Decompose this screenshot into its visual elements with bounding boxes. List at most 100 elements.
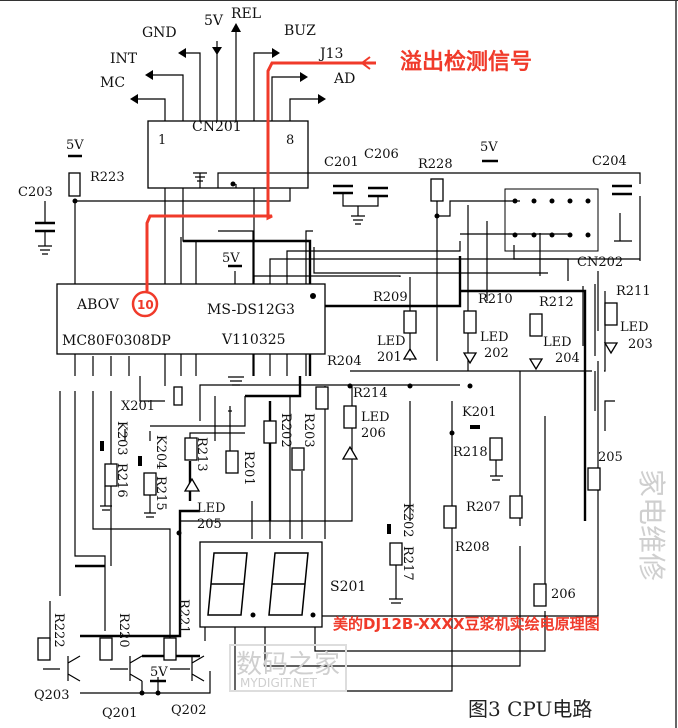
label-led202: 202 [484,346,509,361]
label-q203: Q203 [34,688,69,703]
resistor-r216 [104,463,118,487]
resistor-r214 [343,405,357,429]
signal-ad: AD [333,71,355,87]
label-r220: R220 [116,613,131,648]
signal-arrows [130,23,326,104]
overflow-signal-trace [145,61,376,291]
label-r216: R216 [114,463,129,498]
resistor-205 [587,467,601,491]
watermark-text: 数码之家 [236,650,340,680]
label-r204: R204 [327,354,362,369]
resistor-r201 [225,450,239,474]
cn201-connector [147,120,309,189]
led-206-icon [341,445,359,460]
resistor-r222 [37,637,51,661]
decimal-point [250,612,256,618]
label-r201: R201 [241,451,256,486]
rel-arrow-icon [231,23,241,32]
label-206: 206 [551,587,576,602]
diagram-title-red: 美的DJ12B-XXXX豆浆机实绘电原理图 [333,615,600,633]
label-r209: R209 [373,290,408,305]
label-led205: 205 [197,517,222,532]
watermark-subtext: MYDIGIT.NET [240,676,318,690]
pin1-marker [310,293,316,299]
resistor-r207 [509,495,523,519]
label-led: LED [197,501,226,516]
label-r213: R213 [194,437,209,472]
label-r221: R221 [176,599,191,634]
pin-10-marker [131,290,159,318]
watermark-frame [229,644,347,692]
digit-segments [207,552,309,616]
label-q201: Q201 [102,706,137,721]
int-arrow-icon [145,70,153,80]
label-5v: 5V [150,665,168,680]
pin-8-label: 8 [286,133,294,148]
label-k204: K204 [153,435,168,470]
label-c203: C203 [18,185,53,200]
transistor-q202 [191,655,205,682]
signal-int: INT [110,51,138,67]
label-5v: 5V [480,140,498,155]
led-205-icon [183,477,201,492]
label-r228: R228 [418,157,453,172]
label-r211: R211 [616,284,651,299]
resistor-r202 [263,420,277,444]
label-led: LED [620,320,649,335]
label-c204: C204 [592,154,627,169]
watermark-text-2: 家电维修 [635,469,668,581]
label-cn202: CN202 [577,255,623,270]
led-203-icon [603,342,619,355]
label-k203: K203 [114,421,129,456]
resistor-r220 [99,637,113,661]
label-led203: 203 [628,337,653,352]
label-led201: 201 [377,350,402,365]
label-r207: R207 [466,500,501,515]
signal-5v: 5V [204,13,224,29]
resistors [37,172,618,661]
transistors [67,655,205,682]
5v-arrow-icon [212,47,222,55]
resistor-r211 [604,302,618,326]
label-c206: C206 [364,147,399,162]
transistor-q201 [129,655,143,682]
led-204-icon [528,358,544,371]
watermark-jdwx: 家电维修 [635,469,668,581]
switch-k203-icon [100,441,104,451]
label-led: LED [377,334,406,349]
label-r215: R215 [153,476,168,511]
resistor-r223 [68,172,81,197]
leds [183,342,619,492]
label-led204: 204 [555,351,580,366]
label-led: LED [480,330,509,345]
pin-1-label: 1 [158,133,166,148]
cn202-pins [72,181,591,696]
s201-label: S201 [330,579,366,595]
j13-arrow-icon [300,72,308,82]
overflow-signal-label: 溢出检测信号 [400,49,532,75]
signal-rel: REL [231,6,261,22]
label-led206: 206 [361,426,386,441]
resistor-r221 [163,637,177,661]
label-q202: Q202 [171,703,206,718]
label-k201: K201 [462,405,497,420]
label-205: 205 [598,450,623,465]
label-r212: R212 [539,295,574,310]
cn202-connector [504,188,599,252]
resistor-r204 [315,386,329,410]
resistor-r212 [529,313,543,337]
signal-buz: BUZ [284,23,316,39]
buz-arrow-icon [272,48,280,58]
gnd-arrow-icon [178,48,186,58]
mcu-code: V110325 [221,332,286,348]
capacitors [35,154,632,683]
label-led: LED [361,410,390,425]
resistor-r228 [430,178,444,202]
resistor-r218 [489,437,503,461]
label-x201: X201 [121,399,155,414]
switch-k202-icon [387,524,391,534]
resistor-206 [533,583,547,607]
resistor-r203 [291,447,305,471]
label-5v: 5V [222,251,240,266]
